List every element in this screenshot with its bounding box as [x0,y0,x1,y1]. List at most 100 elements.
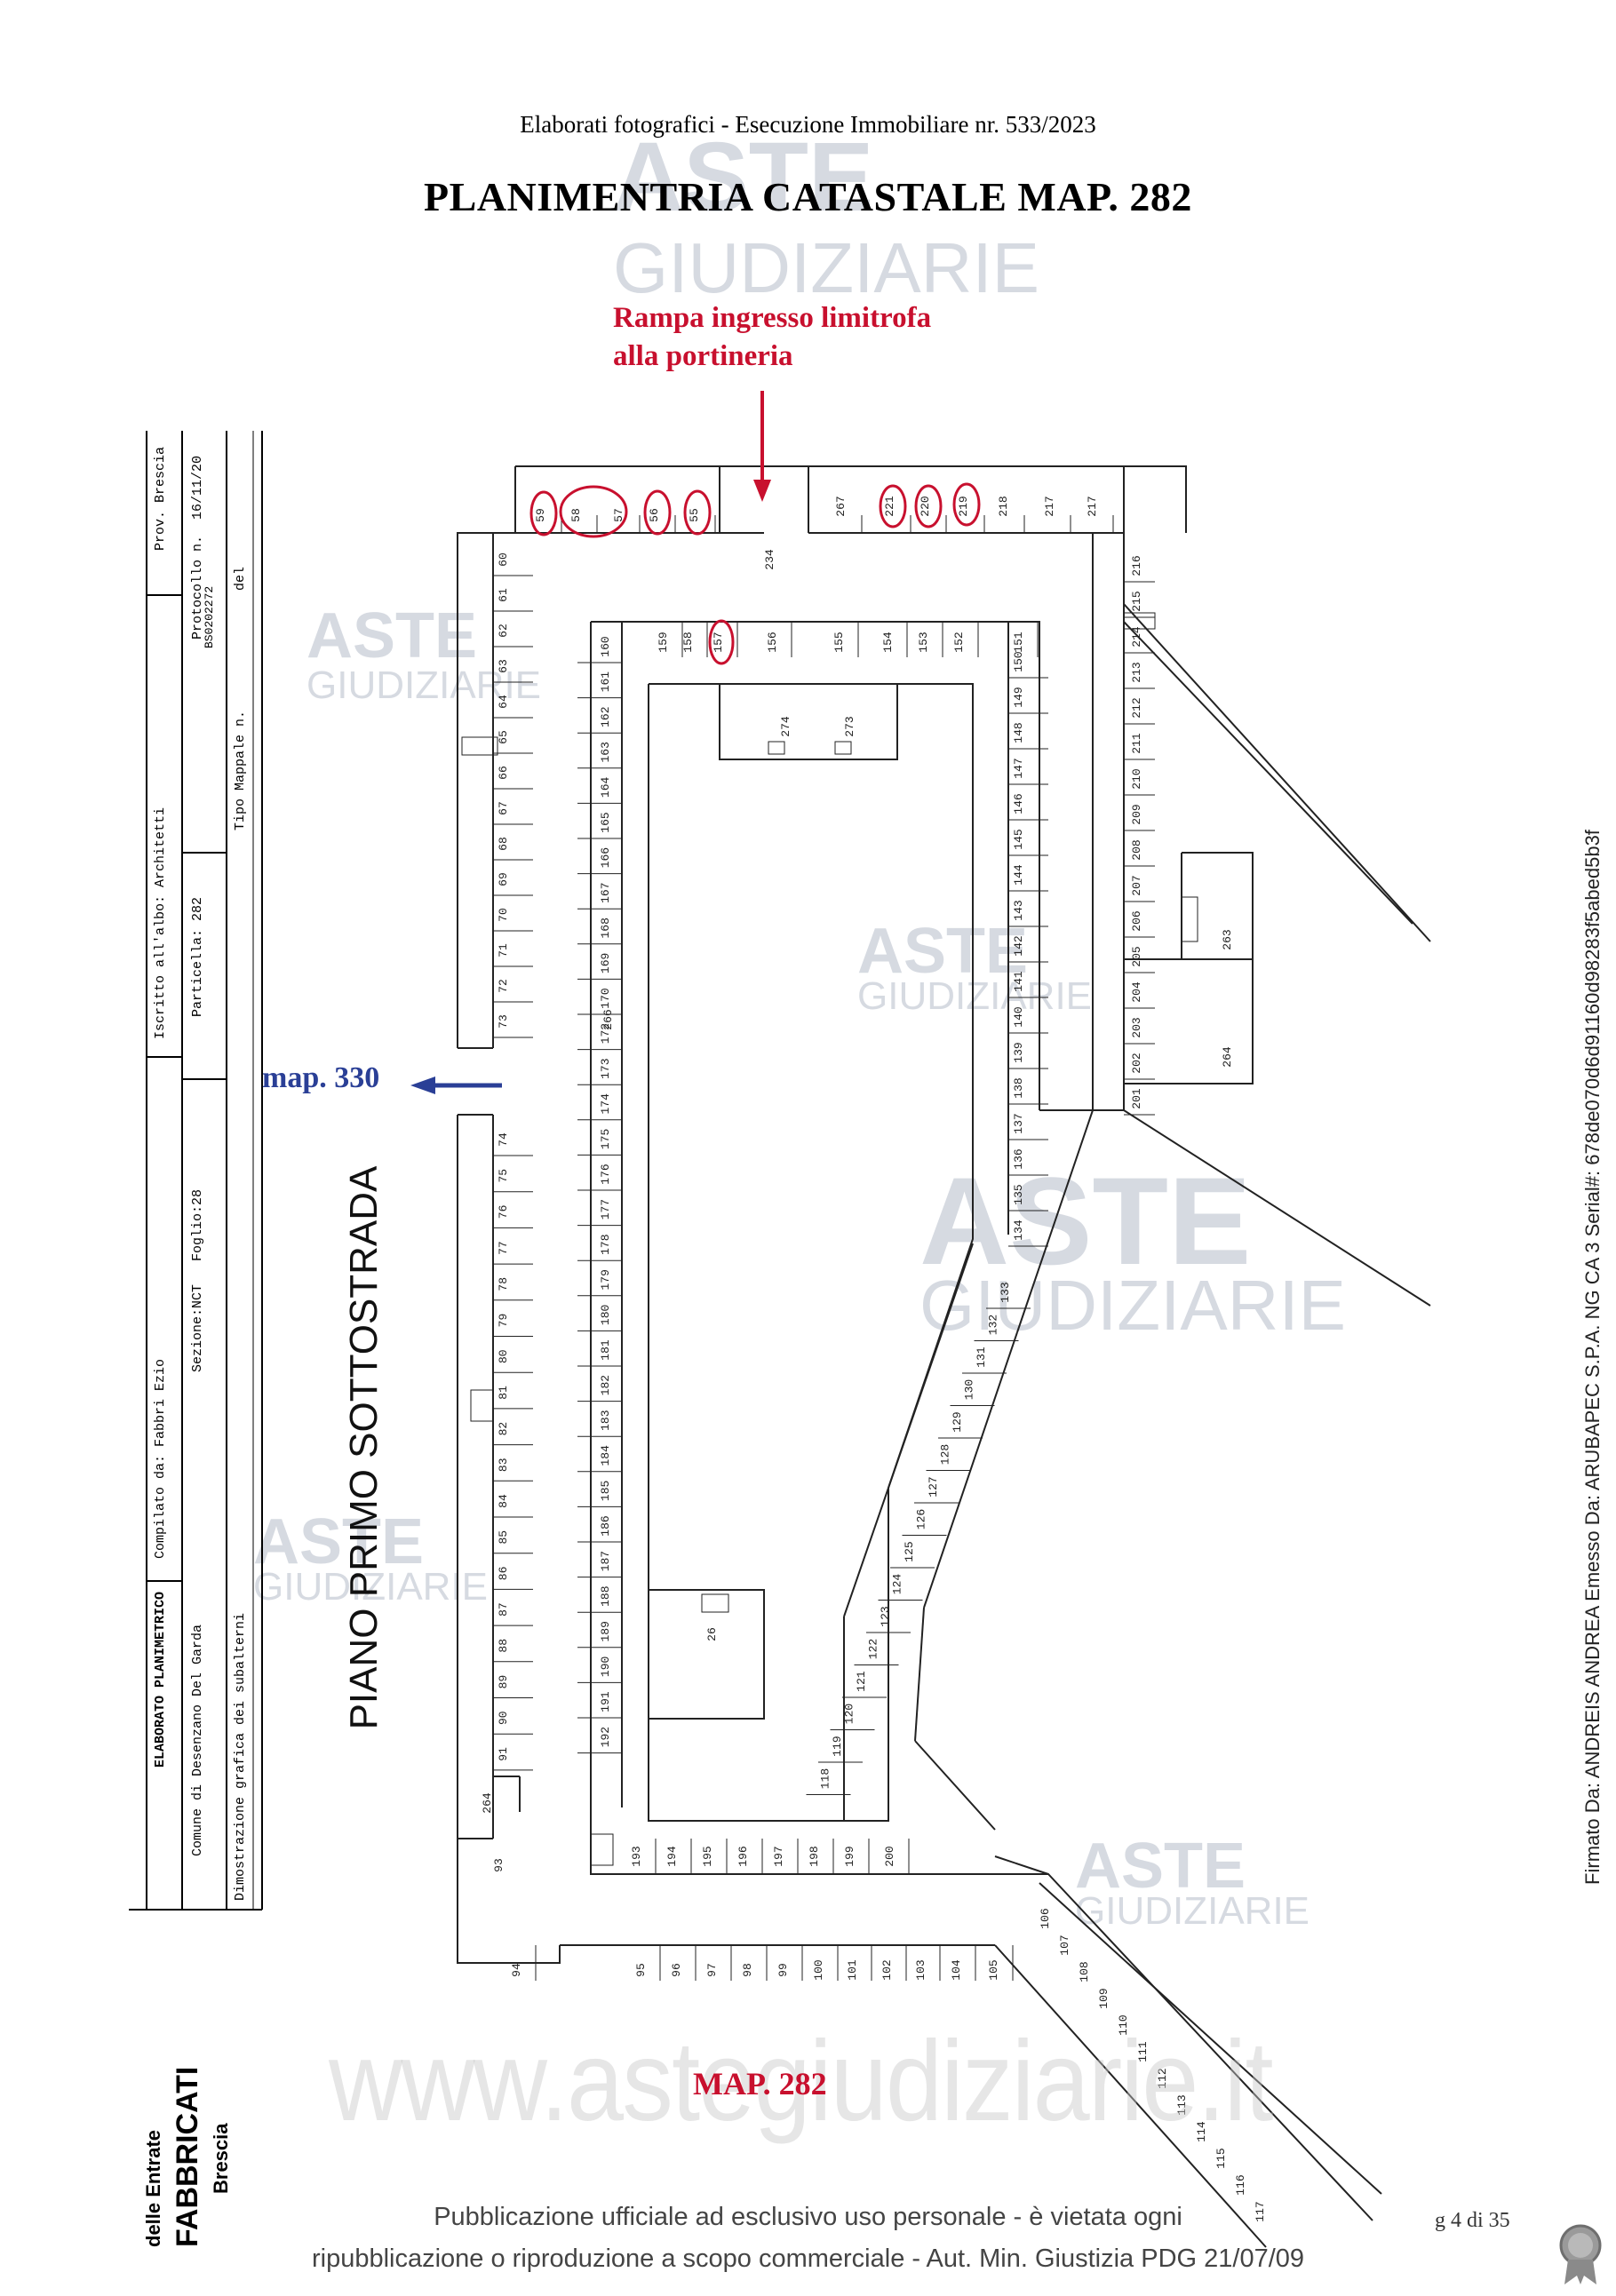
highlight-55 [683,489,712,536]
floor-label: PIANO PRIMO SOTTOSTRADA [342,1165,386,1730]
stall-dg-10: 123 [879,1606,892,1626]
stall-rl-6: 112 [1156,2068,1169,2088]
stall-il-5: 165 [599,812,612,832]
stall-lc-4: 64 [497,695,510,709]
ramp-note-line2: alla portineria [613,340,793,372]
stall-lc-7: 67 [497,801,510,815]
stall-il-16: 177 [599,1199,612,1220]
digital-signature: Firmato Da: ANDREIS ANDREA Emesso Da: AR… [1581,830,1604,1885]
stall-br-4: 197 [772,1846,785,1866]
watermark-giudiziarie-5: GIUDIZIARIE [253,1565,489,1609]
watermark-giudiziarie-1: GIUDIZIARIE [613,228,1040,307]
stall-il-8: 168 [599,918,612,938]
ramp-arrow [753,480,771,502]
stall-lc-13: 73 [497,1014,510,1029]
stall-bl-2: 96 [670,1963,683,1977]
seal-stamp-icon [1559,2224,1602,2284]
stall-it-8: 151 [1012,632,1025,653]
stall-topr-4: 218 [997,496,1010,516]
stall-lcl-13: 87 [497,1602,510,1617]
stall-lcl-9: 83 [497,1458,510,1472]
stall-bl-5: 99 [776,1963,790,1977]
stall-lcl-14: 88 [497,1639,510,1653]
watermark-aste-6: ASTE [1075,1831,1246,1902]
stall-misc-6: 264 [481,1792,494,1814]
page-title: PLANIMENTRIA CATASTALE MAP. 282 [424,174,1192,219]
stall-lcl-11: 85 [497,1530,510,1545]
stall-bl-3: 97 [705,1963,719,1977]
stall-ir-14: 136 [1012,1148,1025,1169]
stall-il-19: 180 [599,1305,612,1325]
stall-topr-6: 217 [1086,496,1099,516]
stall-rc-15: 201 [1130,1088,1143,1109]
stall-il-17: 178 [599,1234,612,1254]
stall-misc-1: 274 [779,716,792,737]
stall-il-29: 190 [599,1656,612,1677]
stall-it-0: 159 [657,632,670,652]
stall-lc-5: 65 [497,730,510,744]
stall-bl-8: 102 [880,1959,894,1980]
stall-bl-0: 94 [510,1963,523,1977]
stall-lcl-2: 76 [497,1205,510,1220]
stall-dg-5: 128 [939,1444,952,1465]
stall-ir-16: 134 [1012,1220,1025,1241]
stall-il-6: 166 [599,847,612,868]
stall-il-22: 183 [599,1410,612,1430]
stall-lcl-1: 75 [497,1169,510,1183]
stall-top-4: 55 [688,508,701,522]
stall-rl-7: 113 [1175,2094,1189,2115]
stall-lcl-4: 78 [497,1277,510,1291]
stall-ir-12: 138 [1012,1077,1025,1098]
watermark-giudiziarie-6: GIUDIZIARIE [1075,1889,1310,1933]
watermark-aste-5: ASTE [253,1506,425,1577]
stall-ir-10: 140 [1012,1006,1025,1027]
stall-ir-1: 149 [1012,687,1025,707]
stall-ir-5: 145 [1012,829,1025,849]
stall-rl-0: 106 [1039,1908,1052,1928]
stall-il-18: 179 [599,1269,612,1290]
stall-lcl-15: 89 [497,1675,510,1689]
stall-dg-14: 119 [831,1736,844,1756]
stall-dg-4: 129 [951,1411,964,1432]
stall-rc-8: 208 [1130,839,1143,860]
highlight-157 [708,619,735,665]
stall-misc-0: 234 [763,549,776,570]
highlight-220 [914,484,943,528]
stall-ir-2: 148 [1012,722,1025,743]
watermark-aste-1: ASTE [613,123,874,232]
watermark-aste-4: ASTE [919,1151,1252,1291]
stall-lc-1: 61 [497,588,510,602]
footer-line1: Pubblicazione ufficiale ad esclusivo uso… [434,2203,1182,2231]
stall-il-20: 181 [599,1339,612,1361]
stall-rl-11: 117 [1254,2201,1267,2221]
stall-misc-3: 266 [601,1009,615,1029]
highlight-59 [529,490,558,536]
stall-rl-10: 116 [1234,2174,1247,2195]
highlight-221 [879,484,907,528]
stall-dg-3: 130 [963,1379,976,1400]
stall-topr-1: 221 [883,496,896,517]
stall-il-12: 173 [599,1058,612,1078]
stall-lc-8: 68 [497,837,510,851]
stall-topr-3: 219 [957,496,970,516]
stall-il-10: 170 [599,988,612,1008]
stall-ir-4: 146 [1012,793,1025,814]
stall-rl-4: 110 [1117,2014,1130,2035]
stall-il-1: 161 [599,671,612,693]
stall-misc-7: 26 [705,1627,719,1641]
stall-br-6: 199 [843,1846,856,1866]
stall-rc-4: 212 [1130,697,1143,718]
stall-it-5: 154 [881,632,895,653]
stall-dg-12: 121 [855,1671,868,1692]
stall-it-6: 153 [917,632,930,652]
stall-rc-5: 211 [1130,733,1143,754]
stall-lc-2: 62 [497,624,510,638]
stall-il-15: 176 [599,1164,612,1184]
stall-bl-1: 95 [634,1963,648,1977]
stall-il-25: 186 [599,1515,612,1536]
stall-il-27: 188 [599,1585,612,1606]
footer-line2: ripubblicazione o riproduzione a scopo c… [311,2244,1305,2273]
stall-lc-10: 70 [497,908,510,922]
stall-br-7: 200 [883,1846,896,1866]
